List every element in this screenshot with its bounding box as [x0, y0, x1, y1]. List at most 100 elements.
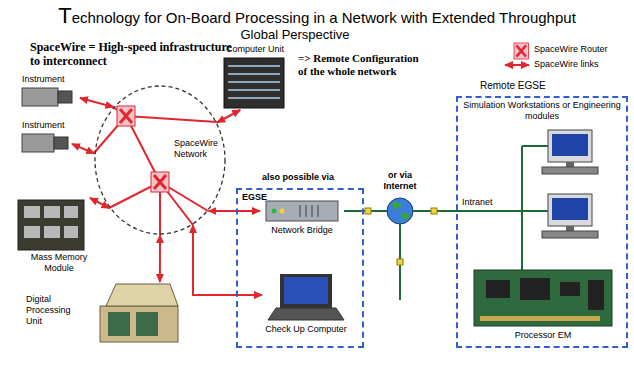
link-node-square: [365, 208, 371, 214]
note-text: or via Internet: [376, 170, 424, 192]
bridge-light: [280, 209, 285, 214]
board: [474, 270, 612, 326]
bridge-vents: [300, 205, 318, 217]
digital-processing-unit: Digital Processing Unit: [24, 282, 182, 346]
camera-icon: [22, 134, 68, 152]
chip: [560, 282, 580, 296]
rack-body: [224, 58, 284, 108]
processing-unit-picture: [100, 284, 178, 342]
intranet-cable: [456, 146, 548, 270]
workstation-picture: [542, 194, 598, 238]
instrument-icon: Instrument: [20, 74, 80, 112]
camera-icon: [22, 88, 72, 106]
processor-em: Processor EM: [470, 268, 616, 344]
workstation-picture: [542, 130, 598, 174]
chip: [24, 226, 40, 238]
node-label: Network Bridge: [260, 225, 344, 236]
chip: [64, 206, 78, 218]
node-label: Instrument: [22, 74, 78, 85]
node-label: EGSE: [242, 192, 282, 203]
node-label: Processor EM: [470, 330, 616, 341]
chip: [44, 206, 60, 218]
spacewire-link: [80, 98, 113, 107]
spacewire-link: [159, 235, 161, 282]
note-text: also possible via: [262, 172, 352, 183]
router-symbol: [151, 172, 169, 192]
router-cross: [516, 45, 526, 56]
router-symbol: [117, 106, 135, 126]
screen: [552, 134, 588, 156]
legend-text: SpaceWire Router: [534, 44, 608, 55]
monitor: [548, 130, 592, 162]
board: [18, 200, 84, 250]
node-label: SpaceWire Network: [174, 138, 220, 160]
camera-body: [22, 134, 54, 152]
node-label: Remote EGSE: [480, 80, 590, 92]
spacewire-link: [94, 107, 217, 235]
continent: [392, 202, 410, 219]
legend-router-swatch: [514, 43, 528, 59]
stand: [566, 226, 574, 231]
laptop-base: [268, 308, 344, 320]
remote-egse-box: Remote EGSESimulation Workstations or En…: [456, 96, 628, 348]
router-cross: [154, 175, 166, 189]
rack-slots: [228, 66, 280, 98]
router-box: [514, 43, 528, 59]
camera-lens: [58, 91, 72, 103]
subtitle: Global Perspective: [220, 27, 370, 43]
monitor: [548, 194, 592, 226]
router-cross: [120, 109, 132, 123]
bridge-box: [266, 201, 338, 221]
spacewire-link: [193, 225, 262, 295]
laptop-screen: [284, 277, 328, 304]
node-label: Simulation Workstations or Engineering m…: [462, 100, 622, 122]
link-node-square: [397, 259, 403, 265]
network-outline: [94, 85, 226, 235]
globe-icon: [387, 198, 413, 224]
network-outline-ellipse: [95, 86, 225, 234]
spacewire-link: [90, 198, 109, 208]
network-ellipse: SpaceWire Network: [94, 85, 226, 235]
legend-link-swatch: [505, 64, 529, 66]
bridge-body: [266, 201, 338, 221]
title-text: Technology for On-Board Processing in a …: [0, 3, 634, 29]
camera-body: [22, 88, 58, 106]
note-text: SpaceWire = High-speed infrastructure to…: [30, 40, 242, 69]
unit-lid: [106, 284, 178, 306]
egse-box: EGSE Network BridgeCheck Up Computer: [236, 188, 364, 348]
chip: [520, 278, 550, 300]
laptop-picture: [268, 274, 344, 320]
unit-board: [136, 312, 158, 336]
processor-board: [474, 270, 612, 326]
router-box: [117, 106, 135, 126]
node-label: Mass Memory Module: [26, 252, 92, 274]
keyboard: [542, 231, 598, 238]
chip: [24, 206, 40, 218]
node-label: Digital Processing Unit: [26, 294, 78, 326]
camera-lens: [54, 137, 68, 149]
spacewire-link: [217, 110, 240, 123]
laptop-lid: [280, 274, 332, 308]
check-up-computer: Check Up Computer: [262, 272, 350, 338]
mass-memory-module: Mass Memory Module: [16, 198, 116, 280]
router-box: [151, 172, 169, 192]
legend-text: SpaceWire links: [534, 59, 599, 70]
unit-board: [108, 312, 130, 336]
note-text: => Remote Configuration of the whole net…: [298, 52, 426, 78]
link-node-square: [431, 208, 437, 214]
keyboard: [542, 167, 598, 174]
network-label: Intranet: [462, 197, 512, 208]
globe: [387, 198, 413, 224]
stand: [566, 162, 574, 167]
instrument-icon: Instrument: [20, 120, 72, 158]
chip: [486, 280, 510, 298]
node-label: Check Up Computer: [262, 324, 350, 335]
network-bridge: Network Bridge: [260, 200, 344, 240]
chip: [64, 226, 78, 238]
node-label: Instrument: [22, 120, 72, 131]
memory-board: [18, 200, 84, 250]
computer-rack: [224, 58, 284, 108]
spacewire-link: [72, 144, 94, 154]
chip: [44, 226, 60, 238]
